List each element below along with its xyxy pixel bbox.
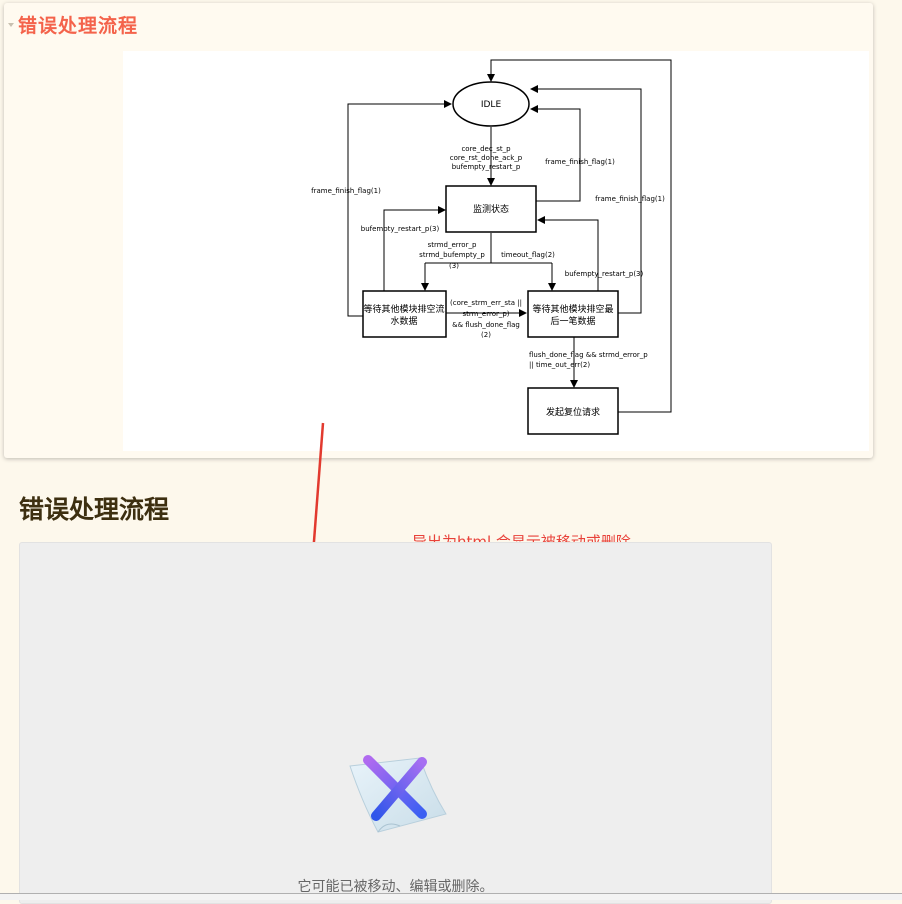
edge-label-middle-4: (2)	[481, 331, 491, 339]
state-wait-last-label-2: 后一笔数据	[550, 315, 595, 327]
state-reset-label: 发起复位请求	[546, 406, 600, 418]
diagram-nodes	[362, 81, 619, 435]
edge-label-bufempty-left: bufempty_restart_p(3)	[361, 225, 440, 233]
edge-label-to-monitor-1: core_dec_st_p	[461, 145, 511, 153]
edge-label-frame-finish-mid: frame_finish_flag(1)	[545, 158, 615, 166]
edge-label-bottom-1: flush_done_flag && strmd_error_p	[529, 351, 648, 359]
edge-label-middle-1: (core_strm_err_sta ||	[450, 299, 522, 307]
broken-document-icon	[349, 755, 447, 833]
broken-embed-message: 它可能已被移动、编辑或删除。	[297, 879, 494, 895]
section-heading: 错误处理流程	[19, 495, 170, 524]
state-diagram-image: IDLE 监测状态 等待其他模块排空流 水数据 等待其他模块排空最 后一笔数据 …	[123, 51, 869, 451]
state-wait-flush-shape	[362, 290, 447, 338]
edge-label-bottom-2: || time_out_err(2)	[529, 361, 590, 369]
broken-embed-placeholder[interactable]: 它可能已被移动、编辑或删除。	[19, 542, 772, 904]
collapse-caret-icon[interactable]	[8, 23, 14, 27]
edge-label-frame-finish-right: frame_finish_flag(1)	[595, 195, 665, 203]
embedded-block-title: 错误处理流程	[18, 15, 139, 37]
edge-label-bufempty-right: bufempty_restart_p(3)	[565, 270, 644, 278]
state-monitor-label: 监测状态	[473, 203, 509, 215]
state-wait-last-label-1: 等待其他模块排空最	[532, 303, 613, 315]
state-diagram: IDLE 监测状态 等待其他模块排空流 水数据 等待其他模块排空最 后一笔数据 …	[311, 59, 672, 435]
state-idle-label: IDLE	[481, 100, 502, 110]
edge-label-to-monitor-2: core_rst_done_ack_p	[450, 154, 523, 162]
edge-label-to-monitor-3: bufempty_restart_p	[452, 163, 521, 171]
edge-label-strmd-2: strmd_bufempty_p	[419, 251, 485, 259]
horizontal-scrollbar[interactable]	[0, 893, 902, 900]
state-wait-flush-label-2: 水数据	[390, 315, 417, 327]
state-reset-shape	[527, 387, 619, 435]
diagram-edges	[347, 59, 672, 413]
state-idle-shape	[452, 81, 530, 127]
state-monitor-shape	[445, 185, 537, 233]
edge-label-middle-2: strm_error_p)	[462, 310, 509, 318]
edge-label-strmd-1: strmd_error_p	[428, 241, 477, 249]
state-wait-last-shape	[527, 290, 619, 338]
edge-label-middle-3: && flush_done_flag	[452, 321, 520, 329]
state-wait-flush-label-1: 等待其他模块排空流	[363, 303, 444, 315]
edge-label-strmd-3: (3)	[449, 262, 459, 270]
edge-label-timeout: timeout_flag(2)	[501, 251, 555, 259]
edge-label-frame-finish-left: frame_finish_flag(1)	[311, 187, 381, 195]
embedded-block-panel: 错误处理流程	[4, 3, 873, 458]
